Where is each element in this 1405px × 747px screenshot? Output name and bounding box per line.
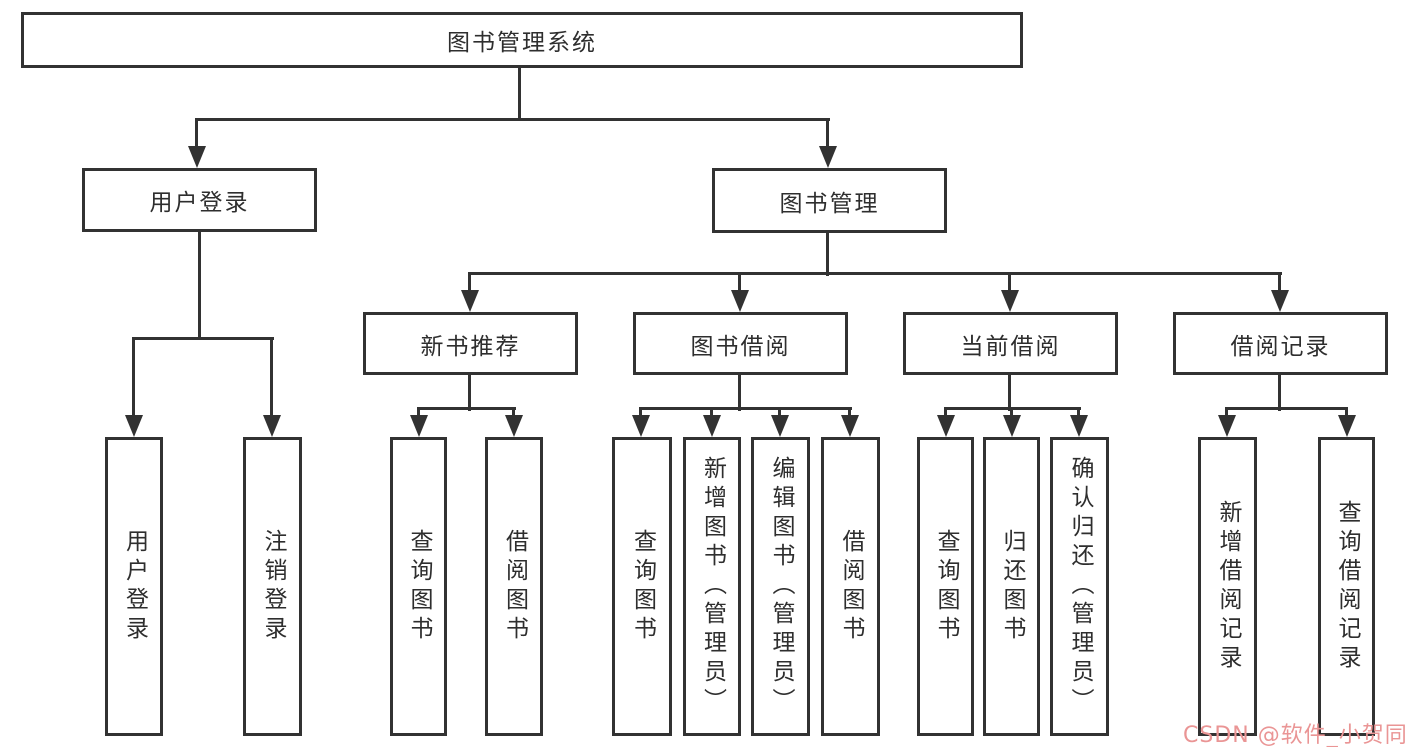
leaf-add-borrow-record-label: 新增借阅记录 [1215, 499, 1241, 674]
arrow-down-icon [632, 415, 650, 437]
connector-line [1225, 407, 1228, 417]
connector-line [1278, 272, 1281, 292]
connector-line [195, 118, 198, 148]
connector-line [518, 68, 521, 121]
leaf-query-books-current: 查询图书 [917, 437, 974, 736]
connector-line [778, 407, 781, 417]
leaf-add-borrow-record: 新增借阅记录 [1198, 437, 1257, 736]
connector-line [1008, 272, 1011, 292]
node-current-borrow: 当前借阅 [903, 312, 1118, 375]
leaf-query-books-borrow: 查询图书 [612, 437, 672, 736]
node-book-management: 图书管理 [712, 168, 947, 233]
arrow-down-icon [263, 415, 281, 437]
leaf-user-login-label: 用户登录 [121, 528, 148, 645]
leaf-query-books-recommend: 查询图书 [390, 437, 447, 736]
leaf-query-books-current-label: 查询图书 [933, 528, 959, 645]
connector-line [639, 407, 852, 410]
node-user-login-label: 用户登录 [149, 190, 250, 216]
connector-line [1225, 407, 1348, 410]
node-root-label: 图书管理系统 [447, 30, 597, 56]
node-new-book-recommend-label: 新书推荐 [420, 333, 521, 360]
connector-line [132, 337, 135, 417]
connector-line [270, 337, 273, 417]
leaf-query-borrow-record-label: 查询借阅记录 [1334, 499, 1360, 674]
node-root: 图书管理系统 [21, 12, 1023, 68]
leaf-return-book: 归还图书 [983, 437, 1040, 736]
leaf-user-login: 用户登录 [105, 437, 163, 736]
leaf-confirm-return-admin: 确认归还（管理员） [1050, 437, 1109, 736]
arrow-down-icon [1001, 290, 1019, 312]
arrow-down-icon [937, 415, 955, 437]
node-borrow-records-label: 借阅记录 [1230, 333, 1331, 360]
node-book-borrow: 图书借阅 [633, 312, 848, 375]
connector-line [196, 118, 830, 121]
connector-line [1278, 375, 1281, 411]
connector-line [468, 272, 1282, 275]
arrow-down-icon [1218, 415, 1236, 437]
leaf-query-books-borrow-label: 查询图书 [629, 528, 656, 645]
connector-line [512, 407, 515, 417]
arrow-down-icon [410, 415, 428, 437]
arrow-down-icon [125, 415, 143, 437]
arrow-down-icon [703, 415, 721, 437]
node-current-borrow-label: 当前借阅 [960, 333, 1061, 360]
connector-line [738, 375, 741, 411]
arrow-down-icon [505, 415, 523, 437]
connector-line [848, 407, 851, 417]
leaf-logout: 注销登录 [243, 437, 302, 736]
node-book-management-label: 图书管理 [779, 190, 880, 217]
arrow-down-icon [188, 146, 206, 168]
arrow-down-icon [461, 290, 479, 312]
node-new-book-recommend: 新书推荐 [363, 312, 578, 375]
arrow-down-icon [841, 415, 859, 437]
connector-line [468, 272, 471, 292]
connector-line [1010, 407, 1013, 417]
leaf-borrow-books-label: 借阅图书 [838, 528, 864, 645]
leaf-edit-book-admin: 编辑图书（管理员） [751, 437, 810, 736]
connector-line [132, 337, 274, 340]
connector-line [710, 407, 713, 417]
arrow-down-icon [819, 146, 837, 168]
leaf-query-books-recommend-label: 查询图书 [406, 528, 432, 645]
node-book-borrow-label: 图书借阅 [690, 333, 791, 360]
connector-line [1077, 407, 1080, 417]
leaf-logout-label: 注销登录 [260, 528, 286, 645]
arrow-down-icon [1338, 415, 1356, 437]
watermark: CSDN @软件_小贺同学 [1183, 723, 1405, 747]
leaf-borrow-books-recommend: 借阅图书 [485, 437, 543, 736]
connector-line [198, 232, 201, 340]
leaf-query-borrow-record: 查询借阅记录 [1318, 437, 1375, 736]
connector-line [639, 407, 642, 417]
leaf-confirm-return-admin-label: 确认归还（管理员） [1067, 456, 1093, 717]
arrow-down-icon [1271, 290, 1289, 312]
connector-line [738, 272, 741, 292]
connector-line [417, 407, 420, 417]
leaf-edit-book-admin-label: 编辑图书（管理员） [768, 456, 794, 717]
leaf-add-book-admin: 新增图书（管理员） [683, 437, 741, 736]
connector-line [1345, 407, 1348, 417]
connector-line [944, 407, 947, 417]
leaf-borrow-books-recommend-label: 借阅图书 [501, 528, 528, 645]
node-user-login: 用户登录 [82, 168, 317, 232]
arrow-down-icon [771, 415, 789, 437]
arrow-down-icon [1070, 415, 1088, 437]
arrow-down-icon [731, 290, 749, 312]
connector-line [468, 375, 471, 411]
connector-line [1008, 375, 1011, 411]
connector-line [826, 233, 829, 276]
connector-line [417, 407, 516, 410]
node-borrow-records: 借阅记录 [1173, 312, 1388, 375]
connector-line [826, 118, 829, 148]
leaf-add-book-admin-label: 新增图书（管理员） [699, 456, 726, 717]
leaf-return-book-label: 归还图书 [999, 528, 1025, 645]
leaf-borrow-books: 借阅图书 [821, 437, 880, 736]
arrow-down-icon [1003, 415, 1021, 437]
